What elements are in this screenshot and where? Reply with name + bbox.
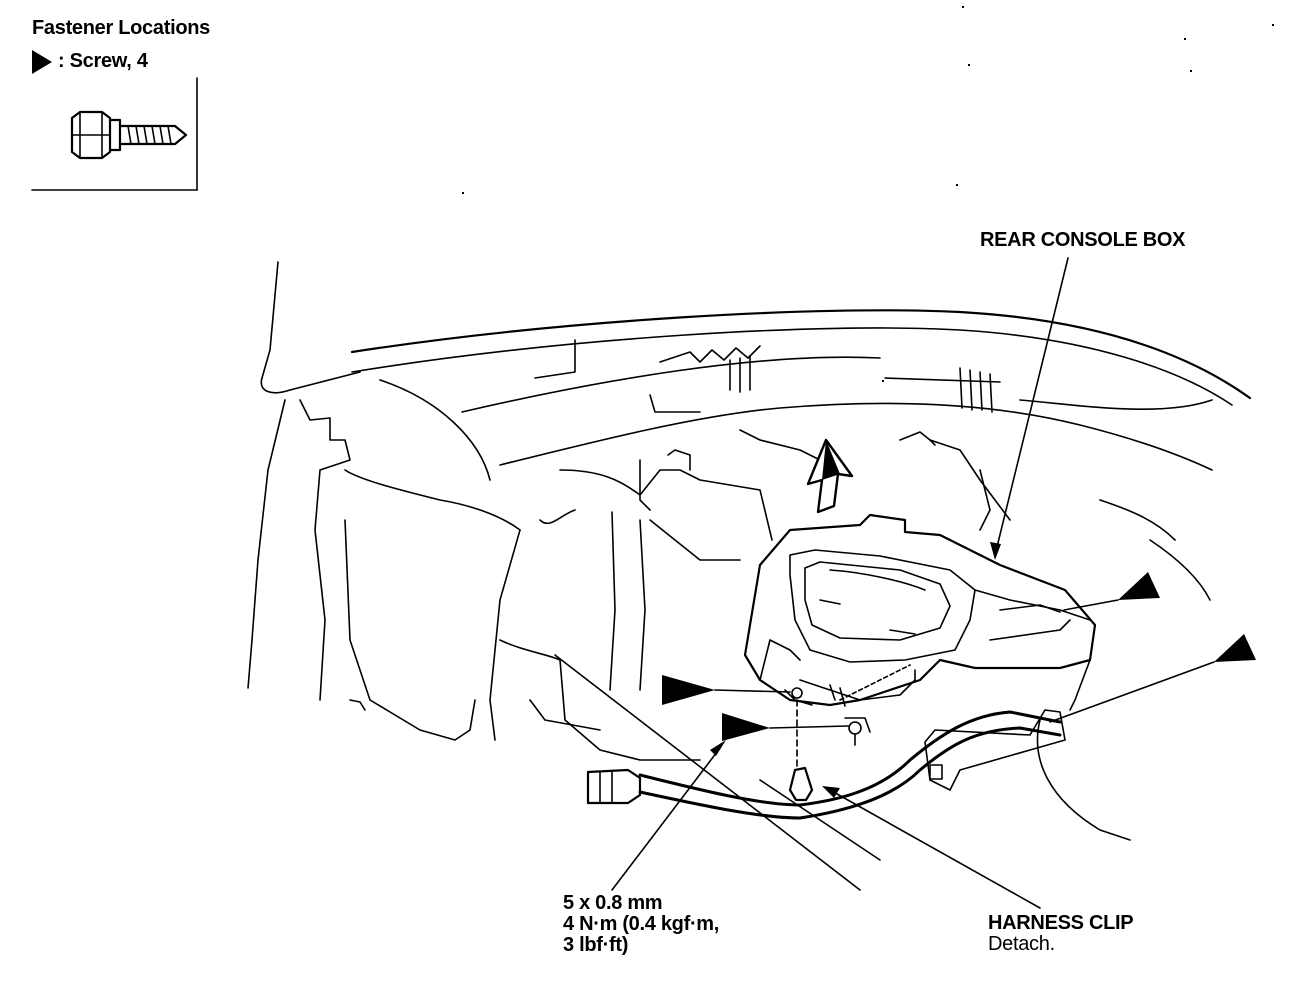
legend-title: Fastener Locations xyxy=(32,17,210,39)
leader-lines xyxy=(611,257,1215,909)
label-rear-console-box: REAR CONSOLE BOX xyxy=(980,229,1186,251)
wire-harness xyxy=(586,710,1062,820)
screw-spec-torque: 4 N·m (0.4 kgf·m, xyxy=(563,913,720,935)
screw-marker-triangle-icon xyxy=(662,572,1256,741)
removal-arrow-icon xyxy=(806,438,854,514)
scan-specks xyxy=(462,6,1274,382)
screw-bolt-icon xyxy=(70,110,188,160)
label-harness-clip: HARNESS CLIP xyxy=(988,912,1134,934)
screw-spec-size: 5 x 0.8 mm xyxy=(563,892,663,914)
legend-triangle-icon xyxy=(32,50,52,74)
body-panel-outlines xyxy=(247,261,1252,891)
rear-console-box xyxy=(743,513,1097,791)
screw-spec-torque-imperial: 3 lbf·ft) xyxy=(563,934,629,956)
label-harness-clip-action: Detach. xyxy=(988,933,1055,955)
legend-box xyxy=(31,50,198,191)
legend-item-screw: : Screw, 4 xyxy=(58,50,148,72)
